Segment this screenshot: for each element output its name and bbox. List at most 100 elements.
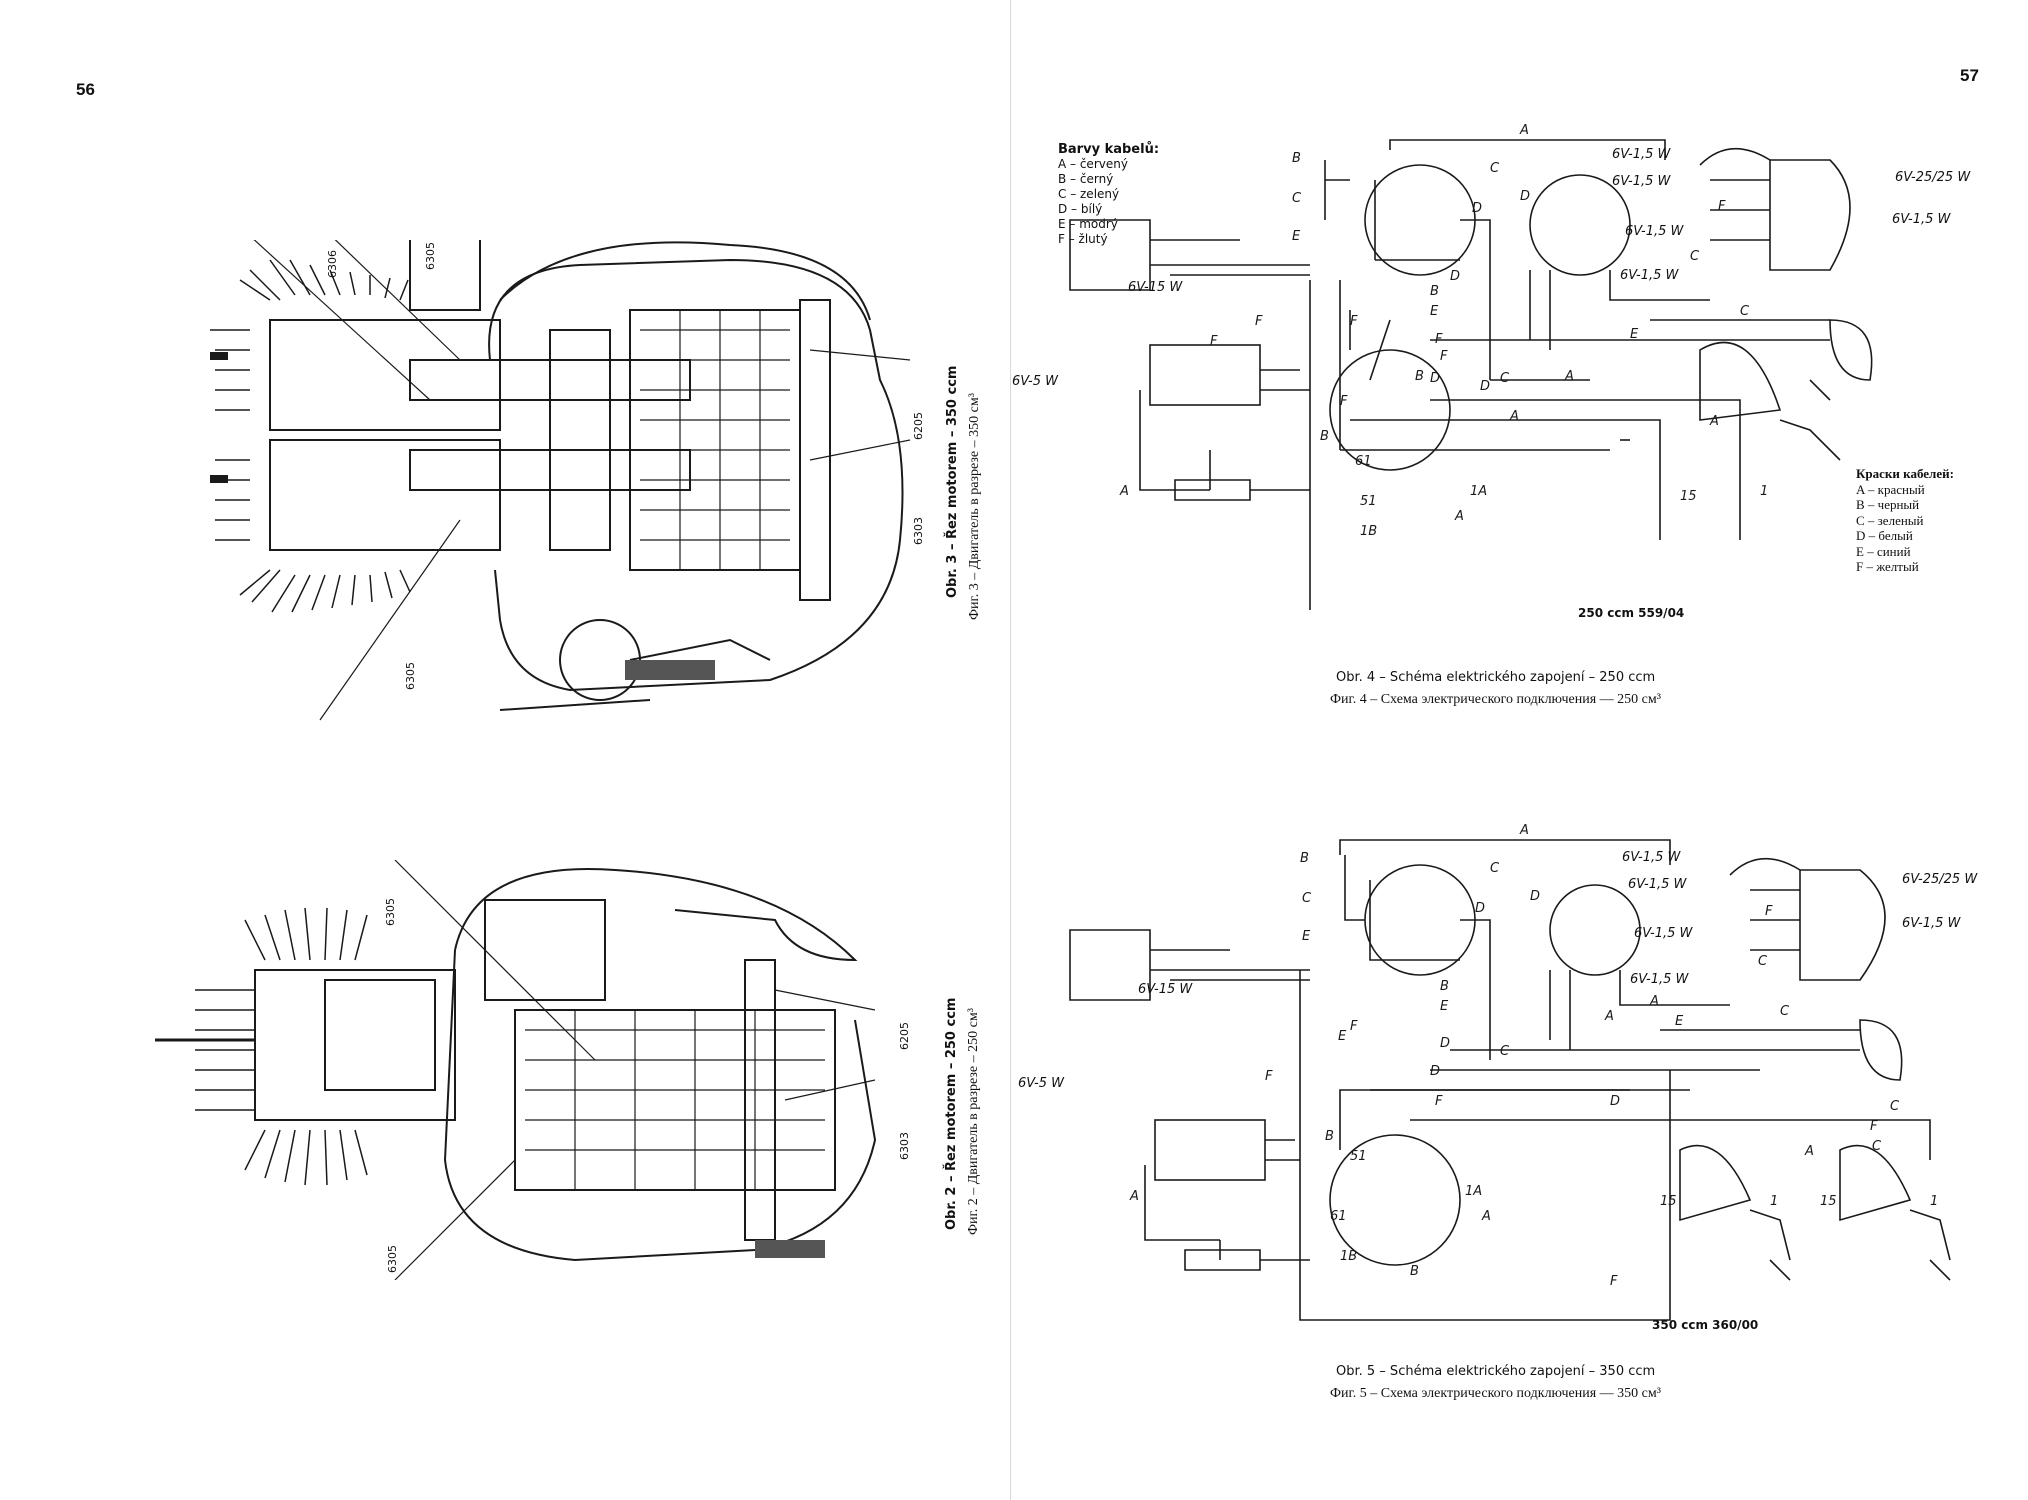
legend-cz-item: D – bílý bbox=[1058, 202, 1103, 216]
legend-ru-item: F – желтый bbox=[1856, 559, 1919, 574]
fig4-bulb-label: 6V-1,5 W bbox=[1612, 174, 1671, 189]
svg-text:B: B bbox=[1415, 369, 1424, 384]
svg-text:A: A bbox=[1709, 414, 1719, 429]
svg-text:A: A bbox=[1604, 1009, 1614, 1024]
svg-text:C: C bbox=[1872, 1139, 1882, 1154]
svg-text:C: C bbox=[1490, 161, 1500, 176]
fig5-bulb-label: 6V-1,5 W bbox=[1902, 916, 1961, 931]
figure-5-model: 350 ccm 360/00 bbox=[1652, 1318, 1759, 1332]
fig5-bulb-label: 6V-25/25 W bbox=[1902, 872, 1978, 887]
svg-text:E: E bbox=[1675, 1014, 1684, 1029]
fig2-bearing-label: 6205 bbox=[898, 1022, 911, 1050]
svg-text:C: C bbox=[1740, 304, 1750, 319]
fig3-bearing-label: 6305 bbox=[424, 242, 437, 270]
wiring-diagram-250: A B C E C D D F C C E D F D B E F D F C … bbox=[1069, 123, 1873, 610]
fig5-bulb-label: 6V-15 W bbox=[1138, 982, 1193, 997]
figure-3-caption-cz: Obr. 3 – Řez motorem – 350 ccm bbox=[945, 365, 960, 598]
svg-text:C: C bbox=[1690, 249, 1700, 264]
svg-text:C: C bbox=[1890, 1099, 1900, 1114]
svg-text:F: F bbox=[1435, 1094, 1443, 1109]
svg-text:A: A bbox=[1129, 1189, 1139, 1204]
svg-text:C: C bbox=[1780, 1004, 1790, 1019]
svg-text:1B: 1B bbox=[1340, 1249, 1357, 1264]
engine-section-350-drawing bbox=[210, 240, 911, 721]
svg-text:A: A bbox=[1649, 994, 1659, 1009]
svg-text:D: D bbox=[1475, 901, 1485, 916]
svg-text:E: E bbox=[1292, 229, 1301, 244]
svg-text:B: B bbox=[1410, 1264, 1419, 1279]
svg-text:B: B bbox=[1440, 979, 1449, 994]
fig3-bearing-label: 6306 bbox=[326, 250, 339, 278]
svg-text:D: D bbox=[1530, 889, 1540, 904]
fig5-bulb-label: 6V-1,5 W bbox=[1634, 926, 1693, 941]
svg-text:51: 51 bbox=[1350, 1149, 1367, 1164]
svg-text:A: A bbox=[1454, 509, 1464, 524]
svg-text:1B: 1B bbox=[1360, 524, 1377, 539]
svg-text:1: 1 bbox=[1760, 484, 1768, 499]
figure-4-caption-cz: Obr. 4 – Schéma elektrického zapojení – … bbox=[1336, 670, 1656, 685]
svg-text:A: A bbox=[1119, 484, 1129, 499]
svg-text:C: C bbox=[1302, 891, 1312, 906]
legend-ru-item: D – белый bbox=[1856, 528, 1913, 543]
svg-text:F: F bbox=[1870, 1119, 1878, 1134]
svg-text:A: A bbox=[1519, 823, 1529, 838]
fig4-bulb-label: 6V-5 W bbox=[1012, 374, 1058, 389]
svg-text:15: 15 bbox=[1680, 489, 1697, 504]
svg-text:F: F bbox=[1340, 394, 1348, 409]
fig3-bearing-label: 6305 bbox=[404, 662, 417, 690]
svg-text:F: F bbox=[1210, 334, 1218, 349]
fig5-bulb-label: 6V-5 W bbox=[1018, 1076, 1064, 1091]
svg-text:C: C bbox=[1758, 954, 1768, 969]
svg-text:B: B bbox=[1292, 151, 1301, 166]
svg-text:E: E bbox=[1630, 327, 1639, 342]
svg-text:C: C bbox=[1292, 191, 1302, 206]
fig4-bulb-label: 6V-15 W bbox=[1128, 280, 1183, 295]
figure-3-caption-ru: Фиг. 3 – Двигатель в разрезе – 350 см³ bbox=[967, 393, 982, 620]
fig3-bearing-label: 6205 bbox=[912, 412, 925, 440]
svg-text:B: B bbox=[1430, 284, 1439, 299]
svg-text:1: 1 bbox=[1770, 1194, 1778, 1209]
fig4-bulb-label: 6V-1,5 W bbox=[1620, 268, 1679, 283]
svg-text:F: F bbox=[1265, 1069, 1273, 1084]
fig5-bulb-label: 6V-1,5 W bbox=[1630, 972, 1689, 987]
svg-text:F: F bbox=[1435, 332, 1443, 347]
fig2-bearing-label: 6305 bbox=[384, 898, 397, 926]
cable-colors-legend-cz: Barvy kabelů: A – červený B – černý C – … bbox=[1058, 142, 1159, 247]
svg-text:D: D bbox=[1450, 269, 1460, 284]
svg-text:E: E bbox=[1338, 1029, 1347, 1044]
fig5-bulb-label: 6V-1,5 W bbox=[1628, 877, 1687, 892]
svg-text:F: F bbox=[1610, 1274, 1618, 1289]
right-page-number: 57 bbox=[1960, 66, 1979, 85]
svg-text:D: D bbox=[1610, 1094, 1620, 1109]
cable-colors-legend-ru: Краски кабелей: A – красный B – черный C… bbox=[1856, 466, 1954, 575]
svg-text:C: C bbox=[1490, 861, 1500, 876]
svg-text:A: A bbox=[1509, 409, 1519, 424]
svg-text:E: E bbox=[1430, 304, 1439, 319]
svg-text:61: 61 bbox=[1330, 1209, 1347, 1224]
engine-section-250-drawing bbox=[155, 860, 877, 1280]
svg-text:D: D bbox=[1430, 1064, 1440, 1079]
figure-4-model: 250 ccm 559/04 bbox=[1578, 606, 1685, 620]
svg-text:E: E bbox=[1440, 999, 1449, 1014]
fig3-bearing-label: 6303 bbox=[912, 517, 925, 545]
svg-text:D: D bbox=[1520, 189, 1530, 204]
figure-2-caption-ru: Фиг. 2 – Двигатель в разрезе – 250 см³ bbox=[966, 1008, 981, 1235]
svg-text:A: A bbox=[1564, 369, 1574, 384]
svg-text:1: 1 bbox=[1930, 1194, 1938, 1209]
legend-ru-item: B – черный bbox=[1856, 497, 1920, 512]
legend-ru-title: Краски кабелей: bbox=[1856, 466, 1954, 481]
svg-text:61: 61 bbox=[1355, 454, 1372, 469]
legend-ru-item: A – красный bbox=[1856, 481, 1925, 497]
legend-cz-item: C – zelený bbox=[1058, 187, 1120, 201]
svg-text:D: D bbox=[1430, 371, 1440, 386]
svg-text:1A: 1A bbox=[1465, 1184, 1482, 1199]
svg-text:B: B bbox=[1325, 1129, 1334, 1144]
svg-text:C: C bbox=[1500, 1044, 1510, 1059]
legend-cz-item: B – černý bbox=[1058, 172, 1114, 186]
fig4-bulb-label: 6V-1,5 W bbox=[1612, 147, 1671, 162]
page-gutter bbox=[1010, 0, 1011, 1500]
svg-text:B: B bbox=[1300, 851, 1309, 866]
left-page-number: 56 bbox=[76, 80, 95, 99]
svg-text:51: 51 bbox=[1360, 494, 1377, 509]
fig4-bulb-label: 6V-1,5 W bbox=[1892, 212, 1951, 227]
